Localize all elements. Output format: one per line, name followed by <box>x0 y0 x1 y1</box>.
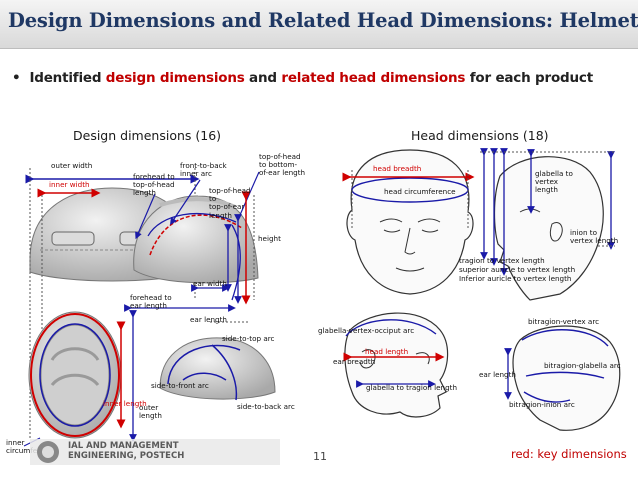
label-inferior-auricle: Inferior auricle to vertex length <box>459 274 572 283</box>
label-height: height <box>258 234 281 243</box>
label-superior-auricle: superior auricle to vertex length <box>459 265 576 274</box>
head-dimensions-heading: Head dimensions (18) <box>411 128 549 143</box>
label-ear-width: ear width <box>193 279 227 288</box>
label-head-circumference: head circumference <box>384 187 456 196</box>
bullet-emphasis-design: design dimensions <box>105 70 245 86</box>
university-logo-banner <box>30 437 280 467</box>
label-inner-width: inner width <box>48 180 91 190</box>
helmet-top-view <box>28 311 122 439</box>
label-side-to-back-arc: side-to-back arc <box>237 402 295 411</box>
head-three-quarter <box>512 325 621 431</box>
label-tragion-to-vertex: tragion to vertex length <box>459 256 545 265</box>
key-dimensions-note: red: key dimensions <box>511 447 627 461</box>
slide-title: Design Dimensions and Related Head Dimen… <box>8 9 638 32</box>
label-ear-length-design: ear length <box>190 315 227 324</box>
label-ear-breadth: ear breadth <box>333 357 376 366</box>
label-outer-width: outer width <box>51 161 93 170</box>
bullet-emphasis-head: related head dimensions <box>281 70 466 86</box>
bullet-marker: • <box>12 70 21 86</box>
label-inner-length: inner length <box>103 399 147 408</box>
label-bitragion-inion-arc: bitragion-inion arc <box>509 400 575 409</box>
label-head-breadth: head breadth <box>373 164 422 173</box>
label-ear-length-head: ear length <box>479 370 516 379</box>
title-bar: Design Dimensions and Related Head Dimen… <box>0 0 638 49</box>
bullet-suffix: for each product <box>465 70 593 86</box>
bullet-middle: and <box>244 70 282 86</box>
bullet-line: • Identified design dimensions and relate… <box>12 70 593 86</box>
bullet-prefix: Identified <box>29 70 106 86</box>
label-bitragion-vertex-arc: bitragion-vertex arc <box>528 317 600 326</box>
page-number: 11 <box>313 450 327 463</box>
label-bitragion-glabella-arc: bitragion-glabella arc <box>544 361 621 370</box>
design-dimensions-heading: Design dimensions (16) <box>73 128 222 143</box>
helmet-three-quarter-view <box>159 337 276 401</box>
head-profile <box>344 312 449 418</box>
label-glabella-vertex-occiput-arc: glabella-vertex-occiput arc <box>318 326 415 335</box>
label-side-to-top-arc: side-to-top arc <box>222 334 275 343</box>
label-side-to-front-arc: side-to-front arc <box>151 381 209 390</box>
label-glabella-to-tragion: glabella to tragion length <box>366 383 458 392</box>
label-head-length: head length <box>365 347 409 356</box>
face-front <box>346 149 474 295</box>
face-side <box>493 156 604 301</box>
